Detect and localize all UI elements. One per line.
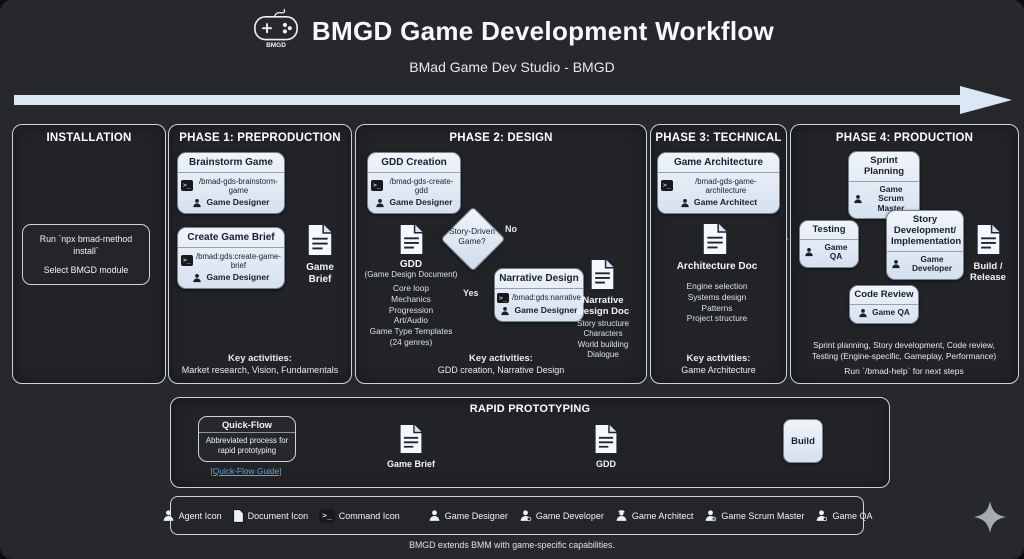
architecture-doc-label: Architecture Doc bbox=[676, 261, 758, 272]
phase3-key-activities: Key activities:Game Architecture bbox=[681, 352, 756, 376]
node-sprint-planning: Sprint Planning Game Scrum Master bbox=[848, 151, 920, 220]
panel-phase1-title: PHASE 1: PREPRODUCTION bbox=[179, 132, 341, 144]
legend-item-game-scrum-master: Game Scrum Master bbox=[704, 509, 804, 522]
command-icon: >_ bbox=[181, 180, 193, 191]
game-brief-document-icon bbox=[306, 222, 334, 263]
phase1-key-activities: Key activities:Market research, Vision, … bbox=[181, 352, 339, 376]
agent-icon bbox=[859, 308, 867, 318]
legend-item-game-architect: Game Architect bbox=[615, 509, 693, 522]
node-build: Build bbox=[783, 419, 823, 463]
game-qa-icon bbox=[817, 510, 828, 522]
node-game-architecture: Game Architecture >_/bmad-gds-game-archi… bbox=[657, 152, 780, 214]
panel-installation-title: INSTALLATION bbox=[46, 132, 132, 144]
agent-icon bbox=[163, 510, 173, 521]
node-testing: Testing Game QA bbox=[799, 220, 859, 268]
installation-step-2: Select BMGD module bbox=[43, 264, 129, 275]
svg-text:BMGD: BMGD bbox=[266, 42, 286, 49]
branch-yes-label: Yes bbox=[463, 288, 479, 298]
story-driven-decision-label: Story-Driven Game? bbox=[448, 226, 496, 246]
sparkle-icon bbox=[972, 498, 1008, 541]
timeline-arrow bbox=[14, 86, 1012, 114]
agent-icon bbox=[854, 195, 862, 204]
rapid-game-brief-label: Game Brief bbox=[386, 459, 436, 469]
legend-item-game-developer: Game Developer bbox=[519, 509, 604, 522]
gdd-contents-list: Core loop Mechanics Progression Art/Audi… bbox=[369, 283, 453, 347]
architecture-doc-icon bbox=[701, 221, 729, 262]
gdd-sublabel: (Game Design Document) bbox=[364, 270, 458, 279]
narrative-design-doc-icon bbox=[589, 257, 616, 297]
agent-icon bbox=[681, 198, 689, 207]
narrative-doc-label: Narrative Design Doc bbox=[576, 295, 630, 318]
game-developer-icon bbox=[520, 510, 532, 522]
phase4-next-steps: Run `/bmad-help` for next steps bbox=[844, 366, 964, 376]
agent-icon bbox=[501, 307, 510, 316]
node-brainstorm-game: Brainstorm Game >_/bmad-gds-brainstorm-g… bbox=[177, 152, 285, 214]
architecture-doc-contents: Engine selection Systems design Patterns… bbox=[686, 281, 748, 324]
node-narrative-design: Narrative Design >_/bmad:gds:narrative G… bbox=[494, 268, 584, 322]
quick-flow-guide-link[interactable]: [Quick-Flow Guide] bbox=[210, 466, 282, 476]
agent-icon bbox=[376, 198, 385, 207]
game-controller-icon: BMGD bbox=[250, 8, 302, 55]
document-icon bbox=[232, 508, 244, 523]
phase4-summary: Sprint planning, Story development, Code… bbox=[811, 340, 997, 362]
build-release-label: Build / Release bbox=[970, 261, 1006, 284]
phase2-key-activities: Key activities:GDD creation, Narrative D… bbox=[437, 352, 565, 376]
node-gdd-creation: GDD Creation >_/bmad-gds-create-gdd Game… bbox=[367, 152, 461, 214]
command-icon: >_ bbox=[661, 180, 673, 191]
rapid-gdd-label: GDD bbox=[596, 459, 616, 469]
branch-no-label: No bbox=[505, 224, 517, 234]
legend-item-command: >_ Command Icon bbox=[319, 508, 400, 523]
command-icon: >_ bbox=[371, 180, 383, 191]
node-quick-flow: Quick-Flow Abbreviated process for rapid… bbox=[198, 416, 296, 463]
game-architect-icon bbox=[616, 510, 627, 521]
game-scrum-master-icon bbox=[706, 510, 717, 522]
game-brief-label: Game Brief bbox=[306, 262, 334, 285]
command-icon: >_ bbox=[319, 508, 335, 523]
footer-caption: BMGD extends BMM with game-specific capa… bbox=[409, 540, 615, 550]
agent-icon bbox=[193, 198, 202, 207]
agent-icon bbox=[193, 273, 202, 282]
node-code-review: Code Review Game QA bbox=[849, 285, 919, 324]
legend-item-game-qa: Game QA bbox=[815, 509, 872, 522]
rapid-title: RAPID PROTOTYPING bbox=[469, 403, 591, 415]
diagram-header: BMGD BMGD Game Development Workflow BMad… bbox=[0, 8, 1024, 75]
game-designer-icon bbox=[429, 510, 440, 521]
build-release-doc-icon bbox=[975, 222, 1002, 262]
node-create-game-brief: Create Game Brief >_/bmad:gds:create-gam… bbox=[177, 227, 285, 289]
panel-phase3-title: PHASE 3: TECHNICAL bbox=[655, 132, 782, 144]
agent-icon bbox=[892, 260, 900, 269]
agent-icon bbox=[805, 248, 813, 257]
command-icon: >_ bbox=[497, 292, 509, 303]
page-subtitle: BMad Game Dev Studio - BMGD bbox=[409, 59, 615, 75]
narrative-doc-contents: Story structure Characters World buildin… bbox=[576, 319, 629, 360]
installation-steps-box: Run `npx bmad-method install` Select BMG… bbox=[22, 224, 150, 285]
gdd-document-icon bbox=[398, 222, 425, 262]
legend-bar: Agent Icon Document Icon >_ Command Icon… bbox=[163, 496, 872, 535]
page-title: BMGD Game Development Workflow bbox=[311, 16, 775, 46]
legend-item-game-designer: Game Designer bbox=[428, 509, 508, 522]
installation-step-1: Run `npx bmad-method install` bbox=[39, 234, 133, 257]
rapid-game-brief-doc-icon bbox=[398, 422, 424, 461]
panel-phase2-title: PHASE 2: DESIGN bbox=[449, 132, 553, 144]
command-icon: >_ bbox=[181, 255, 193, 266]
rapid-gdd-doc-icon bbox=[593, 422, 619, 461]
legend-item-agent: Agent Icon bbox=[162, 509, 222, 522]
gdd-label: GDD bbox=[399, 259, 423, 270]
node-story-development: Story Development/ Implementation Game D… bbox=[886, 210, 964, 280]
legend-item-document: Document Icon bbox=[232, 508, 308, 523]
panel-phase4-title: PHASE 4: PRODUCTION bbox=[835, 132, 974, 144]
